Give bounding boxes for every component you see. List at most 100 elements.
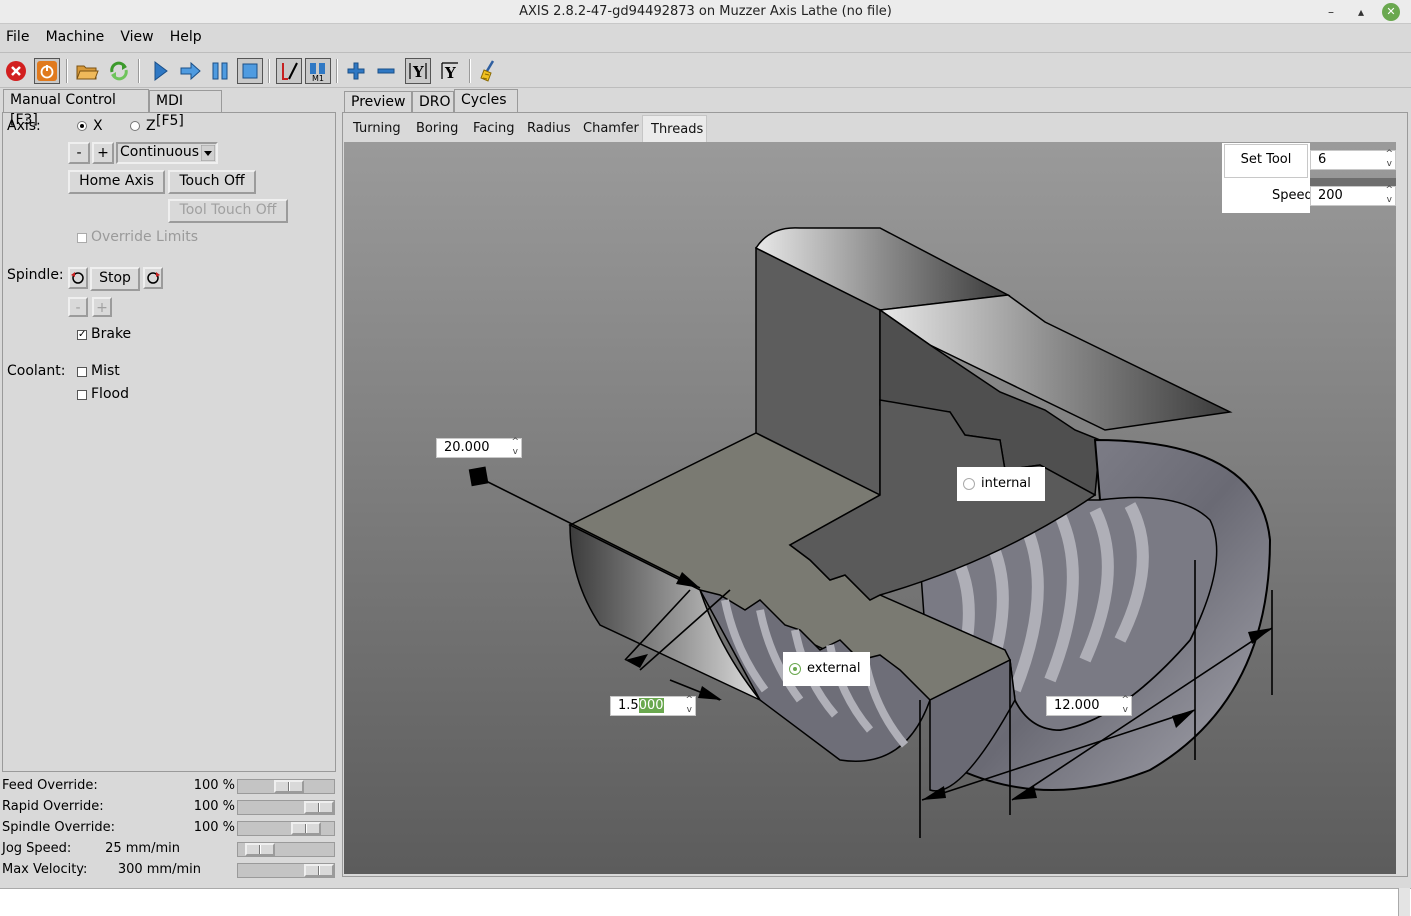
speed-slider[interactable] (1310, 178, 1396, 186)
spindle-ccw-button[interactable] (68, 267, 88, 289)
max-velocity-slider[interactable] (237, 863, 335, 878)
menu-file[interactable]: File (6, 29, 30, 45)
block-delete-icon (282, 62, 298, 80)
axis-x-radio[interactable] (77, 121, 87, 131)
jog-speed-slider[interactable] (237, 842, 335, 857)
view-y2-button[interactable]: Y (437, 58, 463, 84)
spin-arrows-icon[interactable]: ^v (685, 695, 693, 715)
length-spinbox[interactable]: 12.000 ^v (1046, 695, 1132, 716)
zoom-out-button[interactable] (373, 58, 399, 84)
coolant-label: Coolant: (7, 363, 66, 379)
zoom-in-button[interactable] (343, 58, 369, 84)
toolbar: M1 Y Y (0, 52, 1411, 88)
jog-plus-button[interactable]: + (92, 142, 114, 164)
axis-z-radio[interactable] (130, 121, 140, 131)
machine-power-button[interactable] (34, 58, 60, 84)
folder-open-icon (76, 65, 99, 80)
tool-touch-off-button[interactable]: Tool Touch Off (168, 199, 288, 223)
tab-dro[interactable]: DRO (412, 91, 454, 113)
external-radio-circle[interactable] (789, 663, 801, 675)
estop-button[interactable] (3, 58, 29, 84)
clear-plot-button[interactable] (478, 58, 504, 84)
brake-checkbox[interactable]: ✓ (77, 329, 87, 340)
slider-thumb[interactable] (274, 780, 304, 793)
spin-arrows-icon[interactable]: ^v (1385, 185, 1393, 205)
diameter-spinbox[interactable]: 20.000 ^v (436, 437, 522, 458)
rapid-override-slider[interactable] (237, 800, 335, 815)
tab-radius[interactable]: Radius (527, 121, 571, 136)
run-program-button[interactable] (147, 58, 173, 84)
speed-value: 200 (1318, 188, 1343, 203)
spin-arrows-icon[interactable]: ^v (1121, 695, 1129, 715)
pause-button[interactable] (207, 58, 233, 84)
internal-radio-circle[interactable] (963, 478, 975, 490)
override-limits-checkbox[interactable] (77, 233, 87, 243)
tab-threads[interactable]: Threads (642, 115, 707, 142)
pitch-value-selected: 000 (638, 698, 664, 713)
status-bar (0, 888, 1411, 916)
dimension-marker (468, 466, 489, 487)
zoom-in-icon (347, 62, 365, 80)
estop-icon (6, 61, 26, 81)
spindle-slower-button[interactable]: - (68, 297, 88, 317)
close-window-button[interactable]: ✕ (1382, 3, 1400, 21)
spindle-override-slider[interactable] (237, 821, 335, 836)
menu-help[interactable]: Help (169, 29, 202, 45)
jog-minus-button[interactable]: - (68, 142, 90, 164)
reload-button[interactable] (106, 58, 132, 84)
tab-turning[interactable]: Turning (353, 121, 401, 136)
spin-arrows-icon[interactable]: ^v (1385, 149, 1393, 169)
spindle-faster-button[interactable]: + (92, 297, 112, 317)
view-y-button[interactable]: Y (405, 58, 431, 84)
svg-text:M1: M1 (312, 74, 324, 82)
block-delete-button[interactable] (276, 58, 302, 84)
internal-radio[interactable]: internal (957, 467, 1045, 501)
maximize-button[interactable]: ▴ (1357, 5, 1365, 19)
tab-cycles[interactable]: Cycles (454, 89, 518, 113)
optional-stop-icon: M1 (310, 63, 325, 82)
spin-arrows-icon[interactable]: ^v (511, 437, 519, 457)
speed-label: Speed (1272, 188, 1313, 203)
tab-chamfer[interactable]: Chamfer (583, 121, 639, 136)
feed-override-slider[interactable] (237, 779, 335, 794)
svg-text:Y: Y (444, 64, 456, 82)
tab-mdi[interactable]: MDI [F5] (149, 90, 222, 129)
external-radio[interactable]: external (783, 652, 870, 686)
tab-boring[interactable]: Boring (416, 121, 459, 136)
window-titlebar: AXIS 2.8.2-47-gd94492873 on Muzzer Axis … (0, 0, 1411, 24)
slider-thumb[interactable] (304, 864, 334, 877)
override-limits-label: Override Limits (91, 229, 199, 245)
home-axis-button[interactable]: Home Axis (68, 170, 165, 194)
status-scrollbar[interactable] (1398, 888, 1410, 916)
pitch-spinbox[interactable]: 1.5000 ^v (610, 695, 696, 716)
slider-thumb[interactable] (245, 843, 275, 856)
rotate-cw-icon (147, 272, 160, 284)
tool-number-value: 6 (1318, 152, 1327, 167)
max-velocity-value: 300 mm/min (117, 862, 201, 877)
menu-view[interactable]: View (120, 29, 154, 45)
external-label: external (807, 661, 861, 676)
open-file-button[interactable] (74, 58, 100, 84)
step-button[interactable] (177, 58, 203, 84)
jog-increment-select[interactable]: Continuous (116, 142, 218, 164)
stop-program-button[interactable] (237, 58, 263, 84)
menu-machine[interactable]: Machine (45, 29, 105, 45)
toolbar-separator (66, 59, 68, 83)
tab-manual-control[interactable]: Manual Control [F3] (3, 89, 149, 128)
window-title: AXIS 2.8.2-47-gd94492873 on Muzzer Axis … (519, 4, 892, 19)
tool-number-spinbox[interactable]: 6 ^v (1310, 149, 1396, 170)
set-tool-button[interactable]: Set Tool (1224, 144, 1308, 178)
mist-checkbox[interactable] (77, 367, 87, 377)
slider-thumb[interactable] (304, 801, 334, 814)
spindle-stop-button[interactable]: Stop (90, 267, 140, 291)
optional-stop-button[interactable]: M1 (305, 58, 331, 84)
dimension-arrowheads (625, 572, 1272, 800)
spindle-cw-button[interactable] (143, 267, 163, 289)
speed-spinbox[interactable]: 200 ^v (1310, 185, 1396, 206)
tab-preview[interactable]: Preview (344, 91, 412, 113)
flood-checkbox[interactable] (77, 390, 87, 400)
touch-off-button[interactable]: Touch Off (168, 170, 256, 194)
tab-facing[interactable]: Facing (473, 121, 515, 136)
minimize-button[interactable]: – (1328, 5, 1334, 19)
slider-thumb[interactable] (291, 822, 321, 835)
